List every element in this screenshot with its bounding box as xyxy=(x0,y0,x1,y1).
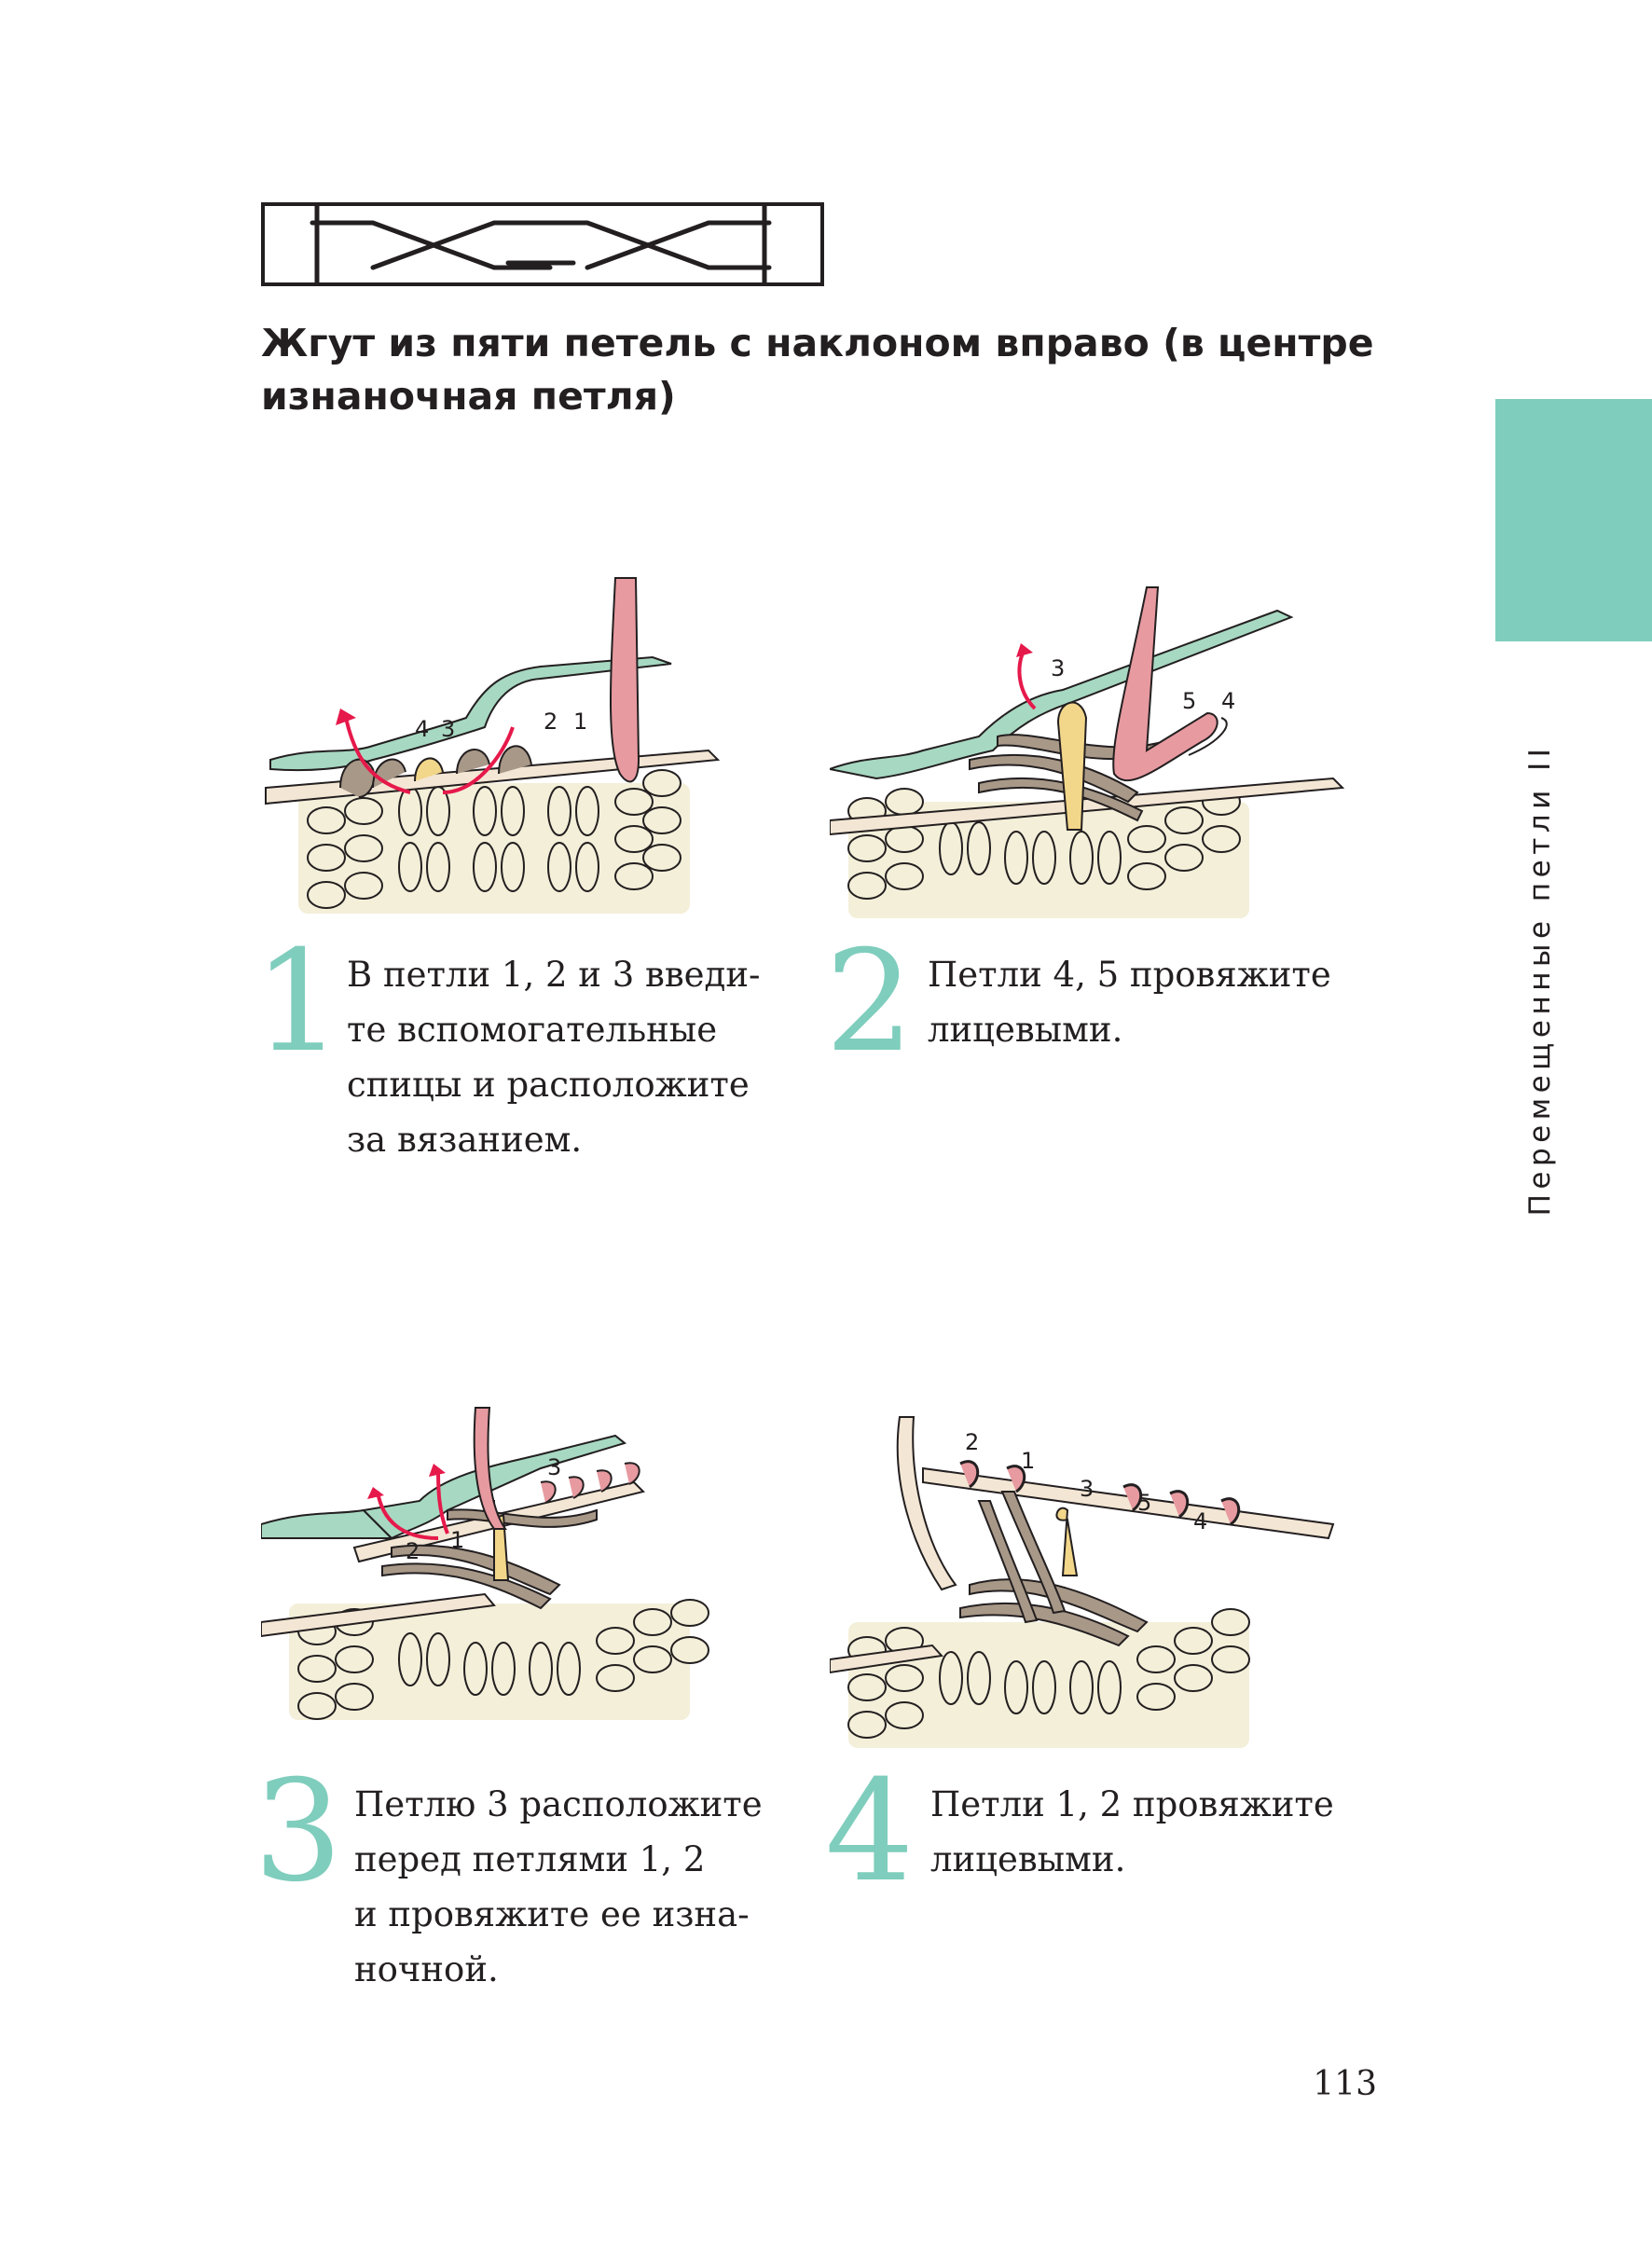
step-2-line: лицевыми. xyxy=(928,1010,1123,1050)
loop-label: 1 xyxy=(1021,1448,1035,1474)
step-3-line: Петлю 3 расположите xyxy=(354,1784,763,1824)
loop-label: 2 xyxy=(406,1538,420,1564)
loop-label: 4 xyxy=(415,716,429,742)
step-3-text: Петлю 3 расположите перед петлями 1, 2 и… xyxy=(354,1777,763,1997)
loop-label: 1 xyxy=(573,709,587,735)
loop-label: 3 xyxy=(1080,1476,1094,1502)
loop-label: 2 xyxy=(965,1429,979,1455)
step-3-number: 3 xyxy=(254,1751,343,1913)
step-1-line: те вспомогательные xyxy=(347,1010,718,1050)
loop-label: 3 xyxy=(547,1454,561,1480)
step-1-line: спицы и расположите xyxy=(347,1065,750,1105)
step-2-number: 2 xyxy=(825,921,915,1083)
loop-label: 3 xyxy=(441,716,455,742)
loop-label: 4 xyxy=(1221,688,1235,714)
loop-label: 1 xyxy=(450,1527,464,1553)
step-4-number: 4 xyxy=(825,1751,915,1913)
step-3-line: и провяжите ее изна- xyxy=(354,1894,750,1934)
loop-label: 4 xyxy=(1193,1508,1207,1534)
step-2-line: Петли 4, 5 провяжите xyxy=(928,955,1331,995)
cable-chart-symbol xyxy=(261,202,824,286)
step-4-illustration: 2 1 3 5 4 xyxy=(830,1416,1335,1748)
chapter-label-text: Перемещенные петли II xyxy=(1523,743,1557,1217)
loop-label: 5 xyxy=(1137,1490,1151,1516)
step-2-text: Петли 4, 5 провяжите лицевыми. xyxy=(928,947,1331,1057)
chapter-tab xyxy=(1495,399,1652,641)
step-1-number: 1 xyxy=(254,921,343,1083)
step-3-line: ночной. xyxy=(354,1949,499,1989)
step-2-illustration: 3 5 4 xyxy=(830,586,1345,918)
loop-label: 2 xyxy=(544,709,558,735)
step-4-line: Петли 1, 2 провяжите xyxy=(930,1784,1334,1824)
step-1-text: В петли 1, 2 и 3 введи- те вспомогательн… xyxy=(347,947,761,1167)
step-3-illustration: 3 2 1 xyxy=(261,1407,709,1720)
step-1-line: за вязанием. xyxy=(347,1120,583,1160)
page-title: Жгут из пяти петель с наклоном вправо (в… xyxy=(261,321,1374,419)
step-4-line: лицевыми. xyxy=(930,1839,1126,1879)
chapter-label: Перемещенные петли II xyxy=(1521,733,1559,1227)
step-1-line: В петли 1, 2 и 3 введи- xyxy=(347,955,761,995)
step-4-text: Петли 1, 2 провяжите лицевыми. xyxy=(930,1777,1334,1887)
step-3-line: перед петлями 1, 2 xyxy=(354,1839,706,1879)
loop-label: 3 xyxy=(1051,655,1065,681)
page-number: 113 xyxy=(1313,2065,1377,2103)
loop-label: 5 xyxy=(1182,688,1196,714)
step-1-illustration: 4 3 2 1 xyxy=(265,577,721,914)
